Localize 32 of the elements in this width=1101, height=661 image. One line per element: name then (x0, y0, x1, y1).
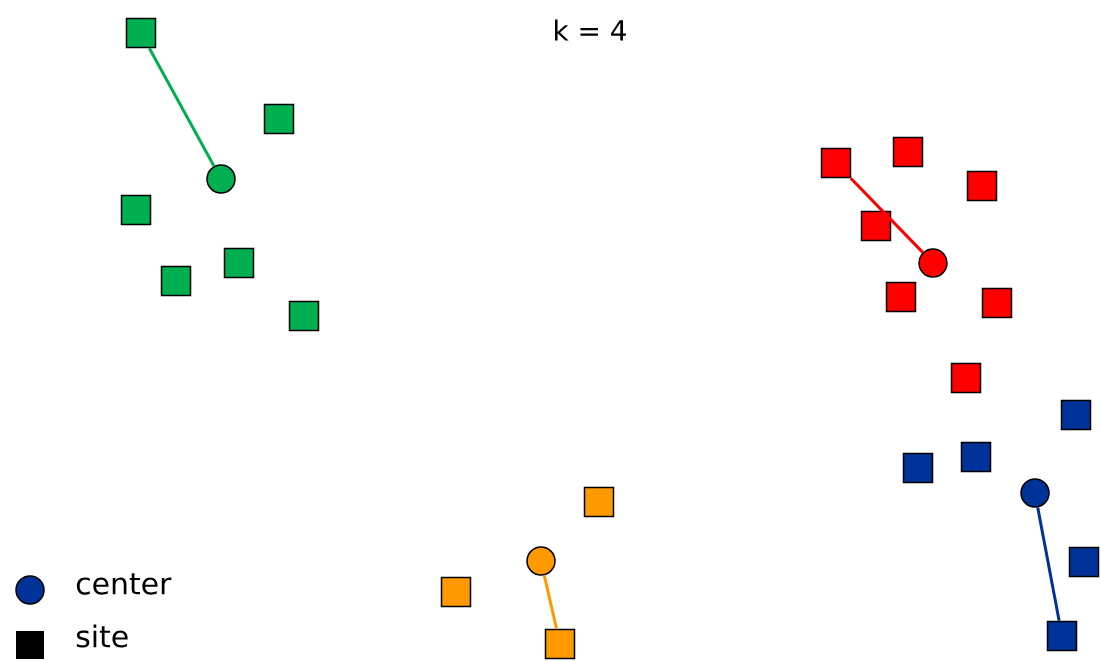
site-square (1046, 620, 1078, 652)
site-square (950, 362, 982, 394)
center-circle (206, 164, 236, 194)
title: k = 4 (555, 19, 626, 41)
site-square (125, 17, 157, 49)
center-circle (526, 546, 556, 576)
site-square (120, 194, 152, 226)
site-square (885, 281, 917, 313)
site-square (160, 265, 192, 297)
site-square (860, 210, 892, 242)
site-square (223, 247, 255, 279)
site-square (960, 441, 992, 473)
site-square (263, 103, 295, 135)
site-square (820, 147, 852, 179)
connector-line (148, 47, 216, 167)
site-square (902, 452, 934, 484)
connector-line (849, 177, 924, 254)
site-square (1068, 546, 1100, 578)
center-circle (1020, 478, 1050, 508)
site-square (981, 287, 1013, 319)
site-square (892, 136, 924, 168)
connector-line (1036, 507, 1061, 621)
connector-line (542, 575, 558, 630)
legend-label: center (76, 573, 172, 595)
center-circle (918, 248, 948, 278)
legend-label: site (76, 624, 128, 648)
site-square (544, 628, 576, 660)
site-square (966, 170, 998, 202)
site-square (288, 300, 320, 332)
site-square (440, 576, 472, 608)
site-square (583, 486, 615, 518)
site-square (1060, 399, 1092, 431)
